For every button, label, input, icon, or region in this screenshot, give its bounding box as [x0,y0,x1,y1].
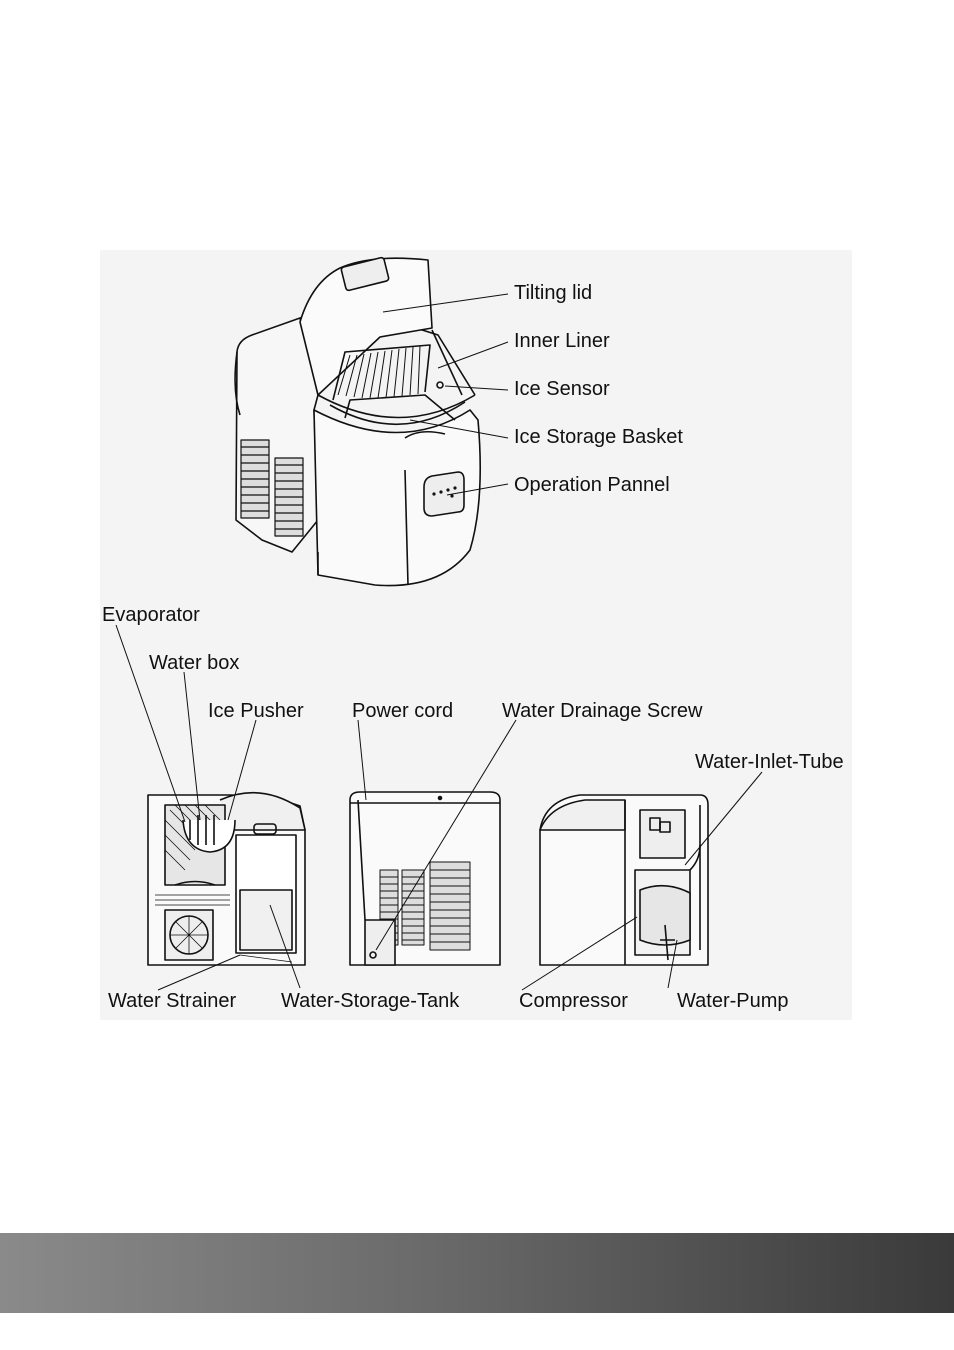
label-water-pump: Water-Pump [677,991,789,1011]
operation-panel-shape [424,472,464,516]
label-water-box: Water box [149,653,239,673]
label-power-cord: Power cord [352,701,453,721]
side-view-right [540,795,708,965]
cross-section-view [148,793,305,965]
label-evaporator: Evaporator [102,605,200,625]
footer-bar [0,1233,954,1313]
label-tilting-lid: Tilting lid [514,283,592,303]
label-water-inlet-tube: Water-Inlet-Tube [695,752,844,772]
label-operation-pannel: Operation Pannel [514,475,670,495]
label-inner-liner: Inner Liner [514,331,610,351]
rear-view [350,792,500,965]
label-water-strainer: Water Strainer [108,991,236,1011]
label-water-drainage-screw: Water Drainage Screw [502,701,702,721]
label-compressor: Compressor [519,991,628,1011]
label-ice-sensor: Ice Sensor [514,379,610,399]
label-ice-storage-basket: Ice Storage Basket [514,427,683,447]
label-ice-pusher: Ice Pusher [208,701,304,721]
label-water-storage-tank: Water-Storage-Tank [281,991,459,1011]
